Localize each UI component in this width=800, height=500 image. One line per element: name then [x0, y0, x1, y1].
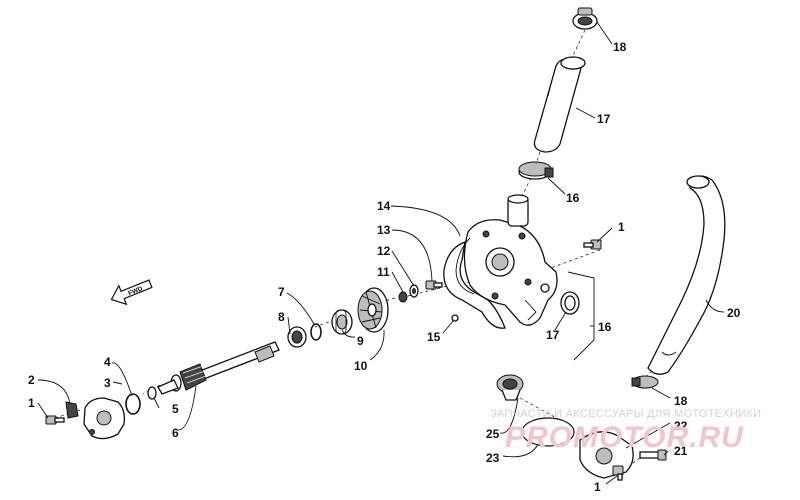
callout-10: 10 — [354, 359, 368, 373]
o-ring-17 — [560, 291, 580, 315]
lower-coolant-hose-21 — [647, 175, 726, 375]
watermark-brand: PROMOTOR.RU — [505, 421, 744, 454]
callout-17: 17 — [546, 328, 560, 342]
nut-11 — [398, 291, 408, 303]
callout-13: 13 — [377, 223, 391, 237]
o-ring-4 — [125, 393, 141, 415]
callout-18-upper: 16 — [566, 191, 580, 205]
bolt-13 — [425, 280, 443, 290]
callout-8: 8 — [278, 310, 285, 324]
leader-lines — [37, 21, 725, 485]
seal-9 — [331, 309, 353, 335]
callout-25: 25 — [486, 427, 500, 441]
callout-18-lower: 18 — [674, 394, 688, 408]
bolt-1-left — [45, 415, 65, 425]
upper-coolant-hose-19 — [533, 56, 586, 153]
callout-7: 7 — [278, 285, 285, 299]
callout-labels: 18 17 16 14 13 12 11 1 15 16 17 7 8 9 10… — [28, 40, 741, 494]
snap-ring-7 — [310, 323, 322, 341]
bolt-22 — [639, 449, 667, 461]
bolt-1-lower — [612, 465, 624, 481]
callout-19: 17 — [597, 112, 611, 126]
callout-16: 16 — [598, 320, 612, 334]
cover-3 — [83, 397, 126, 440]
thermostat-25 — [496, 374, 524, 401]
hose-clamp-20 — [572, 7, 598, 30]
hose-clamp-18-upper — [518, 161, 554, 180]
callout-21: 20 — [727, 306, 741, 320]
callout-22: 21 — [674, 444, 688, 458]
callout-5: 5 — [172, 402, 179, 416]
watermark-tagline: ЗАПЧАСТИ И АКСЕССУАРЫ ДЛЯ МОТОТЕХНИКИ — [490, 408, 761, 420]
callout-12: 12 — [377, 244, 391, 258]
hose-clamp-18-lower — [631, 375, 659, 389]
washer-5 — [147, 386, 157, 400]
bearing-8 — [287, 326, 307, 348]
thermostat-gasket-24 — [521, 417, 575, 447]
bracket-2 — [65, 401, 79, 419]
forward-direction-arrow: FWD — [110, 279, 153, 306]
callout-3: 3 — [104, 376, 111, 390]
bolt-1-housing — [583, 239, 602, 250]
dowel-pin-15 — [451, 314, 459, 322]
fwd-label: FWD — [127, 285, 144, 297]
callout-4: 4 — [104, 355, 111, 369]
callout-15: 15 — [427, 330, 441, 344]
bracket-16 — [567, 271, 595, 361]
callout-11: 11 — [377, 265, 390, 279]
callout-2: 2 — [28, 373, 35, 387]
callout-1-left: 1 — [28, 396, 35, 410]
callout-20: 18 — [613, 40, 627, 54]
housing-gasket-14 — [443, 237, 506, 329]
callout-9: 9 — [357, 334, 364, 348]
watermark: ЗАПЧАСТИ И АКСЕССУАРЫ ДЛЯ МОТОТЕХНИКИ PR… — [490, 408, 761, 454]
callout-1-lower: 1 — [594, 480, 601, 494]
callout-1-housing: 1 — [618, 220, 625, 234]
water-pump-housing — [463, 194, 558, 326]
callout-23: 22 — [674, 419, 688, 433]
callout-24: 23 — [486, 451, 500, 465]
pump-shaft-6 — [157, 341, 280, 395]
washer-12 — [409, 284, 419, 298]
callout-6: 6 — [172, 426, 179, 440]
callout-14: 14 — [377, 199, 391, 213]
impeller-10 — [357, 287, 389, 333]
